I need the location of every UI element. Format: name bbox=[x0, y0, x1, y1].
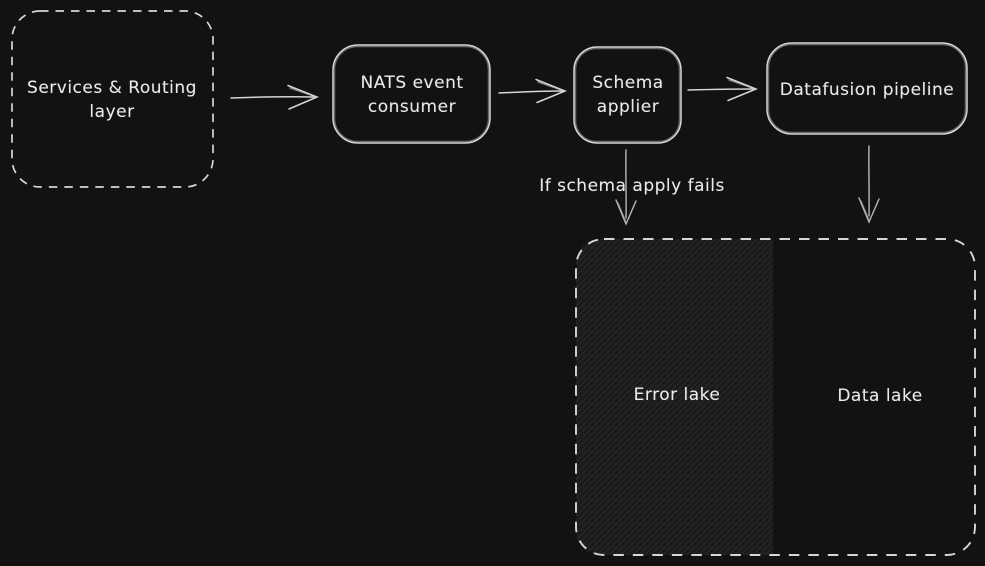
services-routing-label: Services & Routing layer bbox=[27, 78, 197, 122]
arrow-datafusion-down[interactable] bbox=[858, 145, 880, 224]
arrow-nats-to-schema[interactable] bbox=[498, 78, 568, 104]
nats-consumer-box[interactable] bbox=[332, 44, 491, 144]
error-lake-region[interactable] bbox=[576, 239, 773, 555]
schema-applier-box[interactable] bbox=[573, 46, 682, 144]
services-routing-box[interactable] bbox=[11, 10, 214, 188]
schema-applier-label: Schema applier bbox=[592, 73, 664, 117]
schema-fail-annotation: If schema apply fails bbox=[539, 176, 725, 196]
arrow-services-to-nats[interactable] bbox=[230, 84, 319, 110]
datafusion-pipeline-box[interactable] bbox=[766, 42, 968, 135]
error-lake-label: Error lake bbox=[633, 385, 721, 405]
data-lake-label: Data lake bbox=[837, 386, 923, 406]
nats-consumer-label: NATS event consumer bbox=[360, 73, 464, 117]
lakes-container-box[interactable] bbox=[575, 238, 976, 556]
arrow-schema-to-datafusion[interactable] bbox=[687, 76, 759, 102]
datafusion-pipeline-label: Datafusion pipeline bbox=[779, 80, 955, 100]
arrow-schema-fail-down[interactable] bbox=[615, 149, 637, 226]
